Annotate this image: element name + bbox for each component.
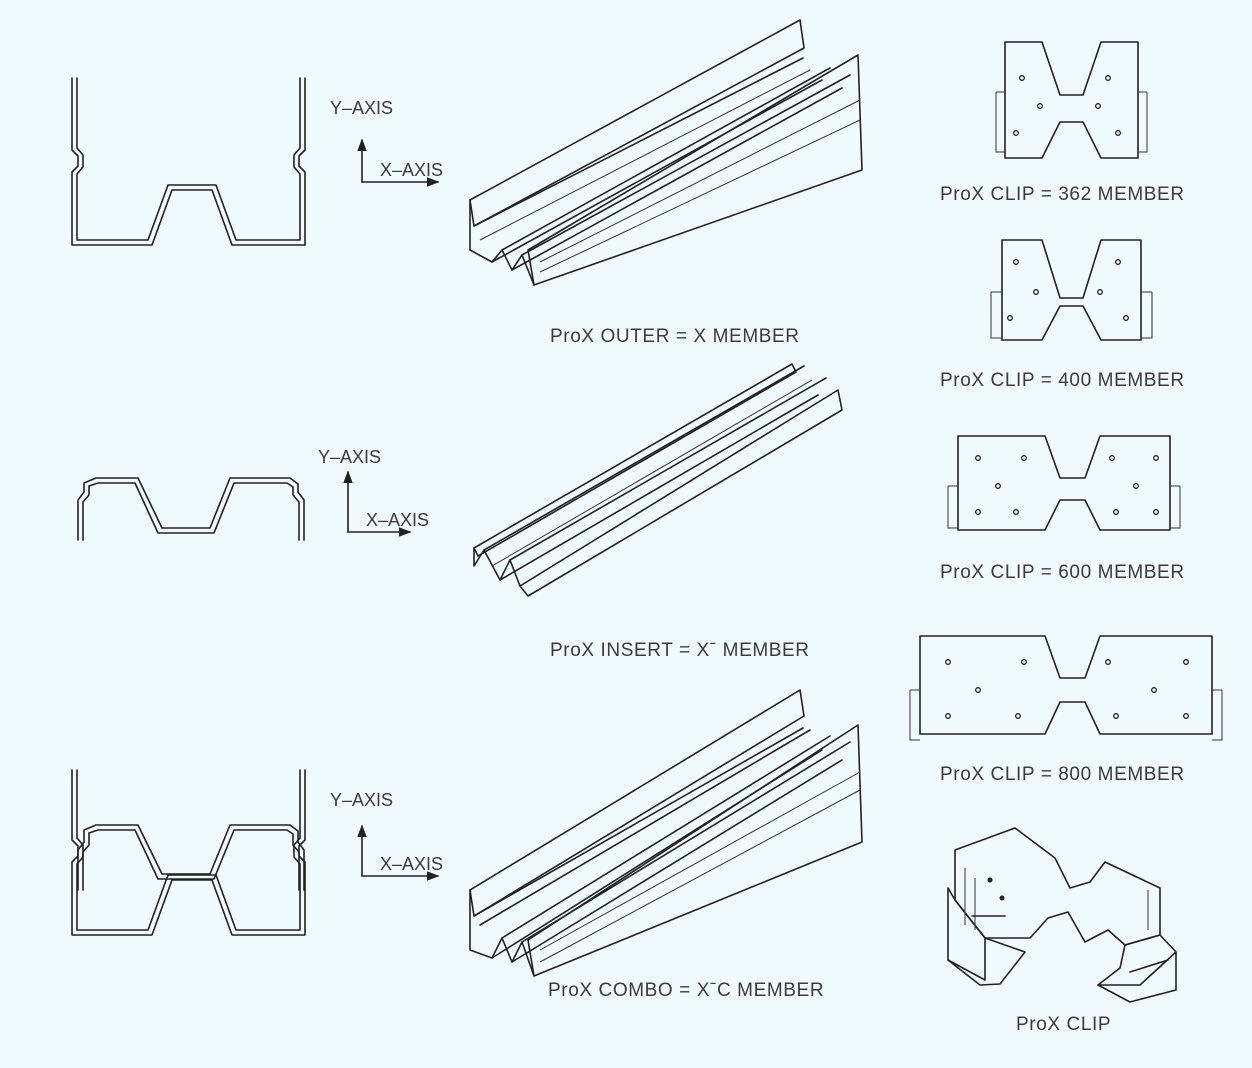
clip-600-caption: ProX CLIP = 600 MEMBER	[940, 562, 1185, 583]
clip-isometric-caption: ProX CLIP	[1016, 1014, 1111, 1035]
clip-400-drawing	[990, 239, 1153, 341]
combo-cross-section	[71, 769, 306, 936]
insert-axis-indicator: Y–AXIS X–AXIS	[318, 447, 429, 537]
insert-member-isometric	[473, 363, 843, 597]
clip-362-caption: ProX CLIP = 362 MEMBER	[940, 184, 1185, 205]
insert-member-caption: ProX INSERT = Xˉ MEMBER	[550, 640, 810, 661]
outer-y-axis-label: Y–AXIS	[330, 98, 393, 118]
combo-x-axis-label: X–AXIS	[380, 854, 443, 874]
combo-member-caption: ProX COMBO = XˉC MEMBER	[548, 980, 824, 1001]
outer-axis-indicator: Y–AXIS X–AXIS	[330, 98, 443, 187]
combo-axis-indicator: Y–AXIS X–AXIS	[330, 790, 443, 881]
insert-cross-section	[77, 477, 305, 541]
outer-x-axis-label: X–AXIS	[380, 160, 443, 180]
combo-y-axis-label: Y–AXIS	[330, 790, 393, 810]
outer-member-isometric	[469, 19, 863, 286]
clip-600-drawing	[947, 435, 1181, 531]
clip-800-drawing	[909, 635, 1223, 741]
outer-member-caption: ProX OUTER = X MEMBER	[550, 326, 800, 347]
outer-cross-section	[71, 77, 306, 246]
clip-400-caption: ProX CLIP = 400 MEMBER	[940, 370, 1185, 391]
combo-member-isometric	[469, 689, 863, 977]
clip-800-caption: ProX CLIP = 800 MEMBER	[940, 764, 1185, 785]
insert-y-axis-label: Y–AXIS	[318, 447, 381, 467]
clip-isometric-drawing	[947, 827, 1177, 1003]
insert-x-axis-label: X–AXIS	[366, 510, 429, 530]
clip-362-drawing	[995, 41, 1148, 159]
